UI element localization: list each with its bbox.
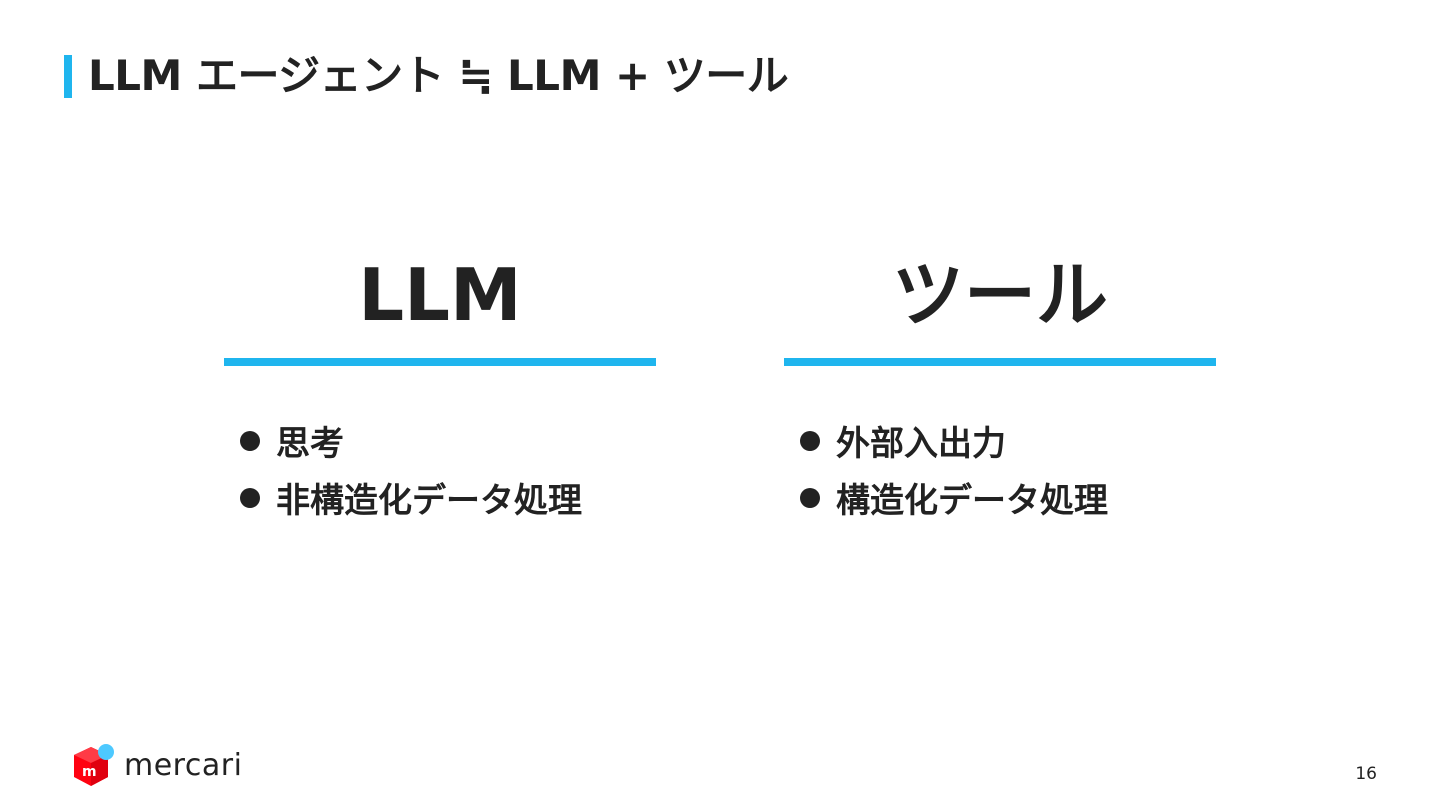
column-divider (224, 358, 656, 366)
column-llm: LLM 思考 非構造化データ処理 (224, 240, 656, 526)
bullet-dot-icon (240, 430, 260, 451)
bullet-text: 思考 (276, 424, 344, 464)
title-accent-bar (64, 55, 72, 98)
bullet-text: 外部入出力 (836, 424, 1006, 464)
mercari-cube-icon: m (74, 744, 114, 786)
column-heading: LLM (358, 253, 522, 337)
bullet-dot-icon (800, 430, 820, 451)
bullet-text: 非構造化データ処理 (276, 481, 582, 521)
svg-text:m: m (82, 764, 97, 780)
bullet-list: 思考 非構造化データ処理 (224, 412, 656, 526)
bullet-list: 外部入出力 構造化データ処理 (784, 412, 1216, 526)
bullet-dot-icon (800, 487, 820, 508)
bullet-item: 思考 (240, 412, 656, 469)
column-heading: ツール (891, 253, 1108, 337)
page-number: 16 (1355, 764, 1377, 784)
bullet-item: 外部入出力 (800, 412, 1216, 469)
bullet-item: 構造化データ処理 (800, 469, 1216, 526)
bullet-item: 非構造化データ処理 (240, 469, 656, 526)
bullet-text: 構造化データ処理 (836, 481, 1108, 521)
column-tools: ツール 外部入出力 構造化データ処理 (784, 240, 1216, 526)
bullet-dot-icon (240, 487, 260, 508)
logo-wordmark: mercari (124, 748, 243, 783)
column-divider (784, 358, 1216, 366)
slide-title: LLM エージェント ≒ LLM + ツール (88, 51, 789, 100)
mercari-logo: m mercari (70, 742, 242, 790)
